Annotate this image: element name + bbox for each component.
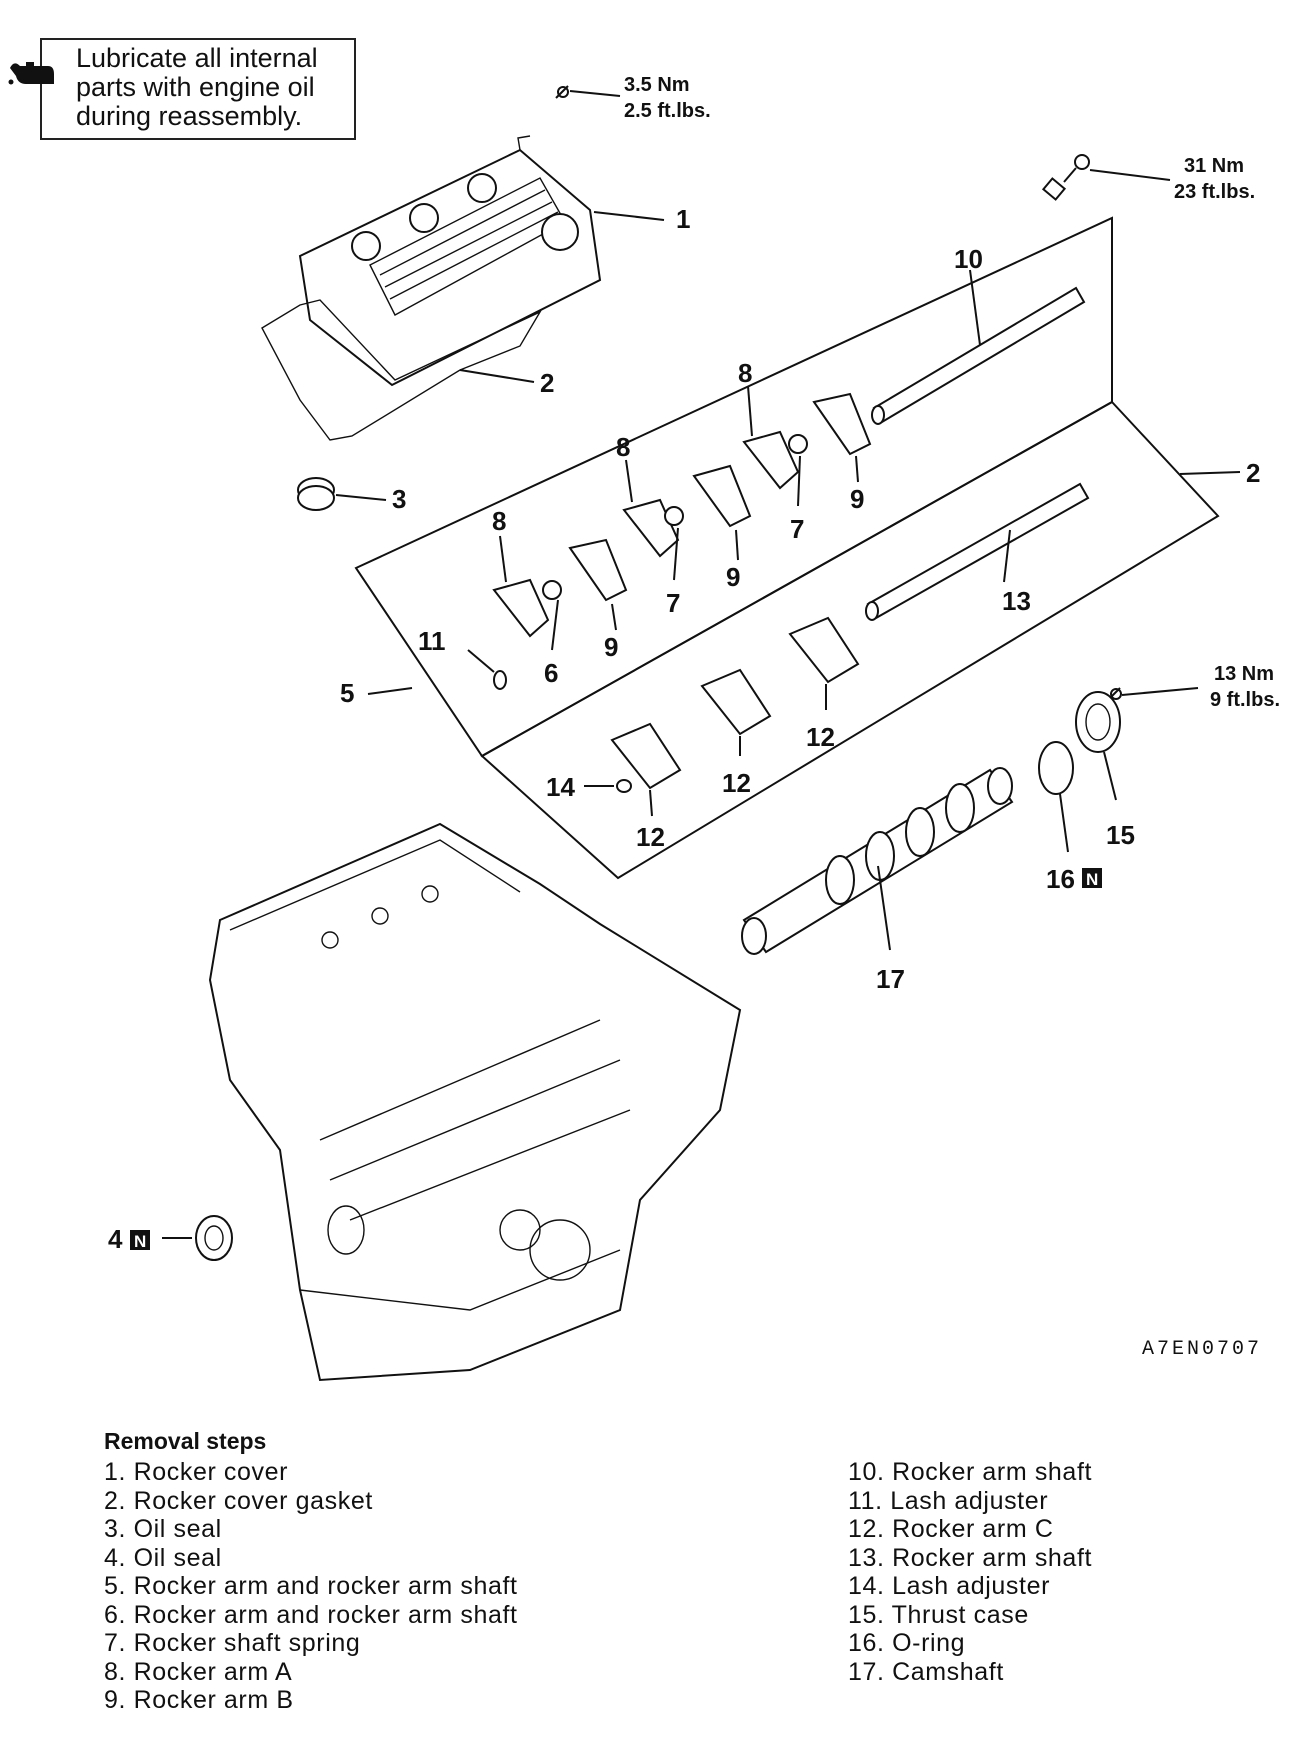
step-item: 2. Rocker cover gasket (104, 1486, 373, 1515)
step-item: 17. Camshaft (848, 1657, 1004, 1686)
assembly-box-5 (354, 216, 1113, 758)
callout-11: 11 (418, 626, 446, 656)
removal-steps-right: 10. Rocker arm shaft 11. Lash adjuster 1… (848, 1458, 1092, 1686)
rocker-arm-shaft (871, 286, 1086, 425)
callout-4: 4 (108, 1224, 123, 1254)
step-item: 16. O-ring (848, 1629, 966, 1657)
step-item: 11. Lash adjuster (848, 1486, 1049, 1515)
callout-7: 7 (666, 588, 680, 618)
callout-8: 8 (492, 506, 506, 536)
torque-value-nm: 3.5 Nm (624, 74, 690, 96)
bolt-icon (1041, 154, 1090, 201)
camshaft (741, 767, 1014, 955)
note-line-1: Lubricate all internal (76, 43, 318, 73)
new-part-marker: N (1082, 868, 1102, 889)
svg-text:N: N (134, 1232, 146, 1251)
svg-text:N: N (1086, 870, 1098, 889)
callout-8: 8 (616, 432, 630, 462)
callout-10: 10 (954, 244, 983, 274)
callout-14: 14 (546, 772, 575, 802)
engine-block (208, 822, 742, 1382)
callout-3: 3 (392, 484, 406, 514)
callout-7: 7 (790, 514, 804, 544)
torque-value-ftlbs: 2.5 ft.lbs. (624, 100, 711, 122)
rocker-arm-c (610, 616, 860, 790)
callout-12: 12 (636, 822, 665, 852)
callout-12: 12 (722, 768, 751, 798)
callout-9: 9 (604, 632, 618, 662)
new-part-marker: N (130, 1230, 150, 1251)
callout-5: 5 (340, 678, 354, 708)
step-item: 13. Rocker arm shaft (848, 1543, 1093, 1572)
removal-steps-title: Removal steps (104, 1428, 267, 1454)
torque-value-ftlbs: 23 ft.lbs. (1174, 181, 1255, 203)
rocker-cover-gasket (261, 299, 542, 441)
step-item: 1. Rocker cover (104, 1458, 289, 1486)
oil-seal (195, 1215, 233, 1261)
rocker-cover (298, 135, 602, 387)
callout-15: 15 (1106, 820, 1135, 850)
rocker-arm-b (568, 392, 872, 602)
step-item: 8. Rocker arm A (104, 1657, 293, 1686)
note-line-2: parts with engine oil (76, 72, 315, 102)
callout-2: 2 (540, 368, 554, 398)
step-item: 15. Thrust case (848, 1600, 1029, 1629)
step-item: 14. Lash adjuster (848, 1572, 1050, 1600)
step-item: 9. Rocker arm B (104, 1686, 294, 1714)
lash-adjuster (616, 779, 632, 793)
step-item: 7. Rocker shaft spring (104, 1629, 361, 1657)
step-item: 3. Oil seal (104, 1515, 222, 1543)
step-item: 12. Rocker arm C (848, 1515, 1054, 1543)
oil-seal (297, 477, 335, 511)
step-item: 5. Rocker arm and rocker arm shaft (104, 1572, 518, 1600)
rocker-arm-shaft (865, 482, 1090, 621)
note-line-3: during reassembly. (76, 101, 303, 131)
torque-value-nm: 31 Nm (1184, 155, 1244, 177)
step-item: 10. Rocker arm shaft (848, 1458, 1093, 1486)
step-item: 4. Oil seal (104, 1543, 222, 1572)
removal-steps-left: 1. Rocker cover 2. Rocker cover gasket 3… (104, 1458, 518, 1715)
callout-12: 12 (806, 722, 835, 752)
callout-7: 6 (544, 658, 558, 688)
lash-adjuster (493, 670, 507, 690)
callout-13: 13 (1002, 586, 1031, 616)
rocker-arm-a (492, 430, 800, 638)
callout-6: 2 (1246, 458, 1260, 488)
assembly-box-6 (480, 400, 1220, 880)
rocker-shaft-spring (542, 434, 808, 600)
callout-17: 17 (876, 964, 905, 994)
o-ring (1038, 741, 1074, 795)
thrust-case (1075, 691, 1121, 753)
callout-9: 9 (726, 562, 740, 592)
callout-9: 9 (850, 484, 864, 514)
callout-16: 16 (1046, 864, 1075, 894)
torque-value-ftlbs: 9 ft.lbs. (1210, 689, 1280, 711)
bolt-icon (555, 85, 569, 99)
exploded-parts-diagram: 3.5 Nm 2.5 ft.lbs. 31 Nm 23 ft.lbs. 13 N… (108, 74, 1280, 1382)
torque-value-nm: 13 Nm (1214, 663, 1274, 685)
figure-code: A7EN0707 (1142, 1338, 1263, 1361)
oil-can-icon (8, 62, 54, 85)
lubrication-note: Lubricate all internal parts with engine… (8, 38, 356, 140)
callout-8: 8 (738, 358, 752, 388)
callout-1: 1 (676, 204, 690, 234)
step-item: 6. Rocker arm and rocker arm shaft (104, 1600, 518, 1629)
